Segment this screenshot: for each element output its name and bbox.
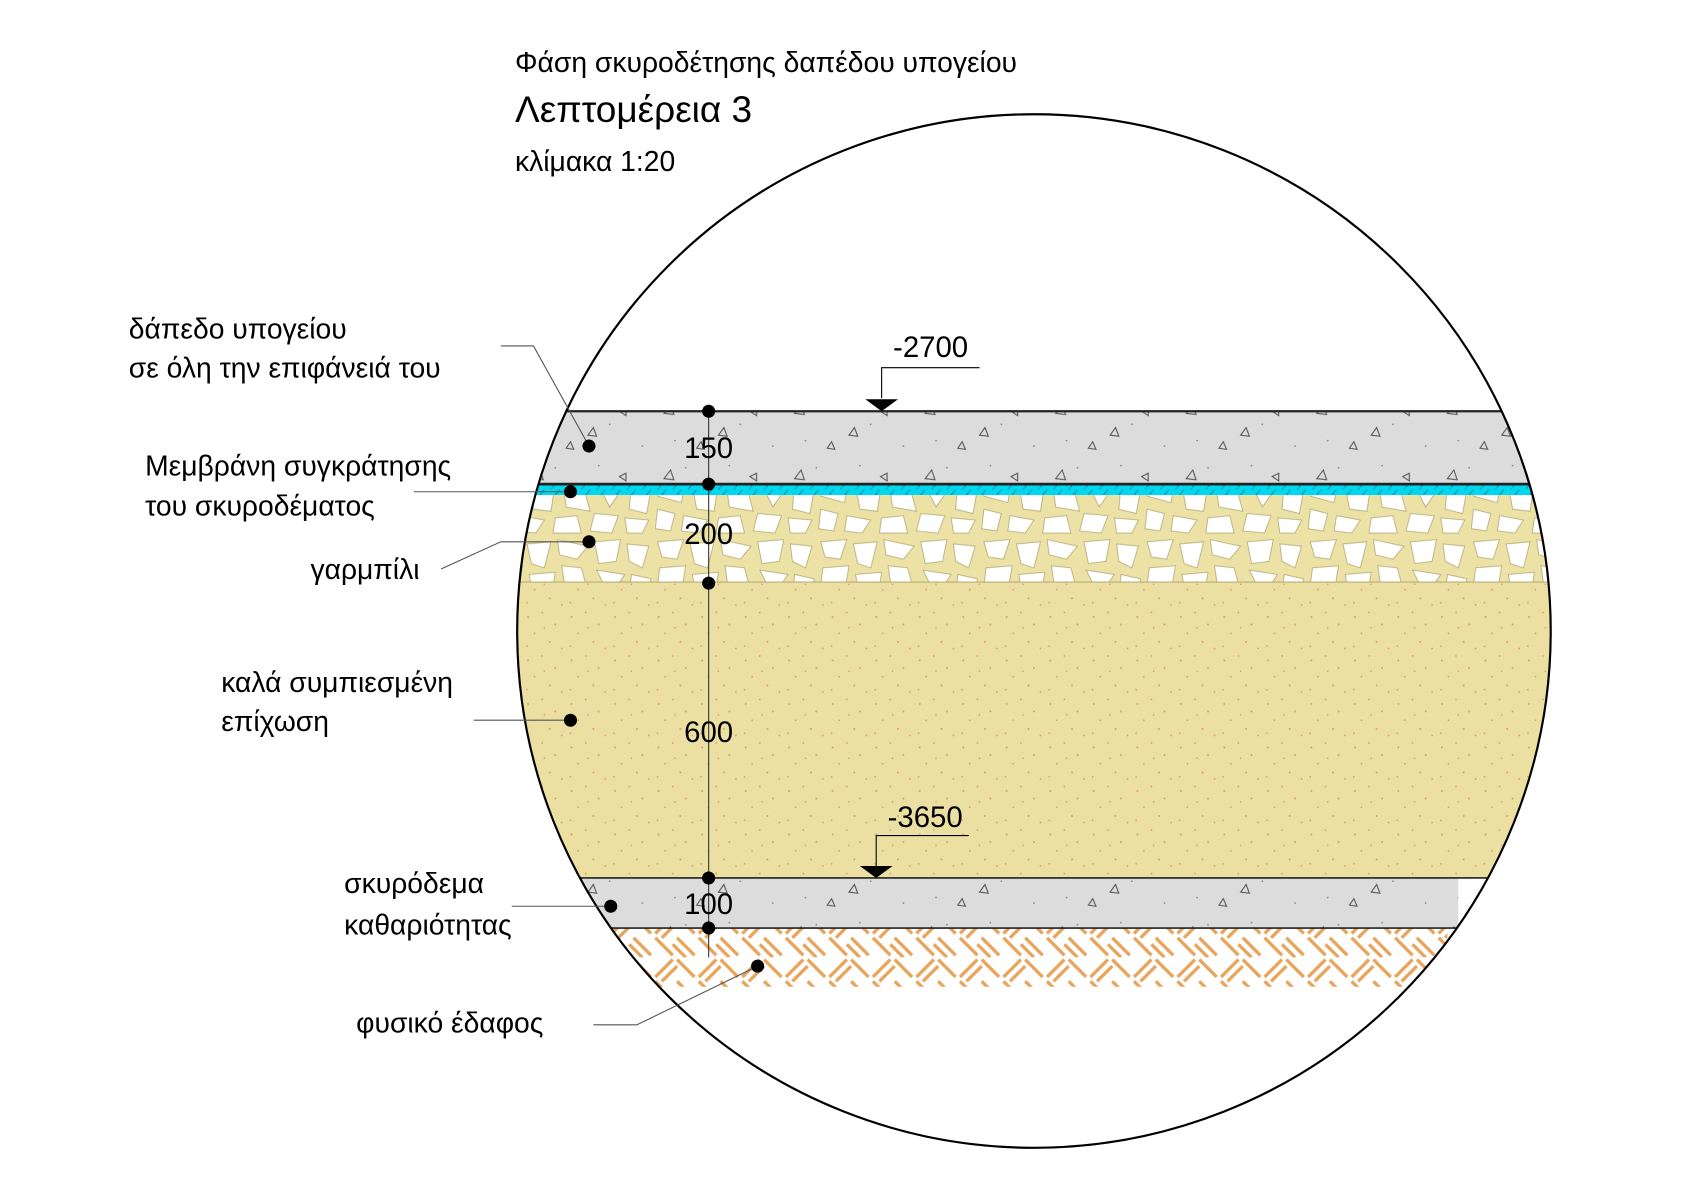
layer-gravel [517,495,1551,583]
leader-dots [563,439,765,973]
dim-concrete-slab: 150 [684,432,733,465]
layer-concrete-slab [517,411,1535,485]
label-slab-1: δάπεδο υπογείου [129,312,347,344]
leader-lines [413,345,758,1026]
layer-lean-concrete [517,877,1459,929]
layers [517,410,1551,987]
label-fill-2: επίχωση [221,705,329,737]
label-membrane-2: του σκυροδέματος [145,490,375,522]
label-slab-2: σε όλη την επιφάνειά του [129,352,441,384]
title-detail: Λεπτομέρεια 3 [515,89,752,130]
label-membrane-1: Μεμβράνη συγκράτησης [145,449,451,481]
label-soil: φυσικό έδαφος [356,1006,543,1038]
label-fill-1: καλά συμπιεσμένη [221,666,453,698]
level-marker-bottom [859,834,969,878]
dim-lean-concrete: 100 [684,888,733,921]
layer-membrane [517,484,1535,496]
dim-fill: 600 [684,716,733,749]
label-lean-2: καθαριότητας [344,909,511,941]
layer-fill [517,582,1551,878]
layer-soil [517,928,1448,987]
title-phase: Φάση σκυροδέτησης δαπέδου υπογείου [515,46,1017,78]
title-scale: κλίμακα 1:20 [515,145,675,177]
dimension-chain [702,404,716,958]
dim-gravel: 200 [684,518,733,551]
level-top-label: -2700 [893,331,968,364]
detail-circle [516,113,1552,1149]
label-gravel: γαρμπίλι [310,553,419,585]
label-lean-1: σκυρόδεμα [344,867,484,899]
level-marker-top [865,367,980,412]
level-bottom-label: -3650 [888,801,963,834]
